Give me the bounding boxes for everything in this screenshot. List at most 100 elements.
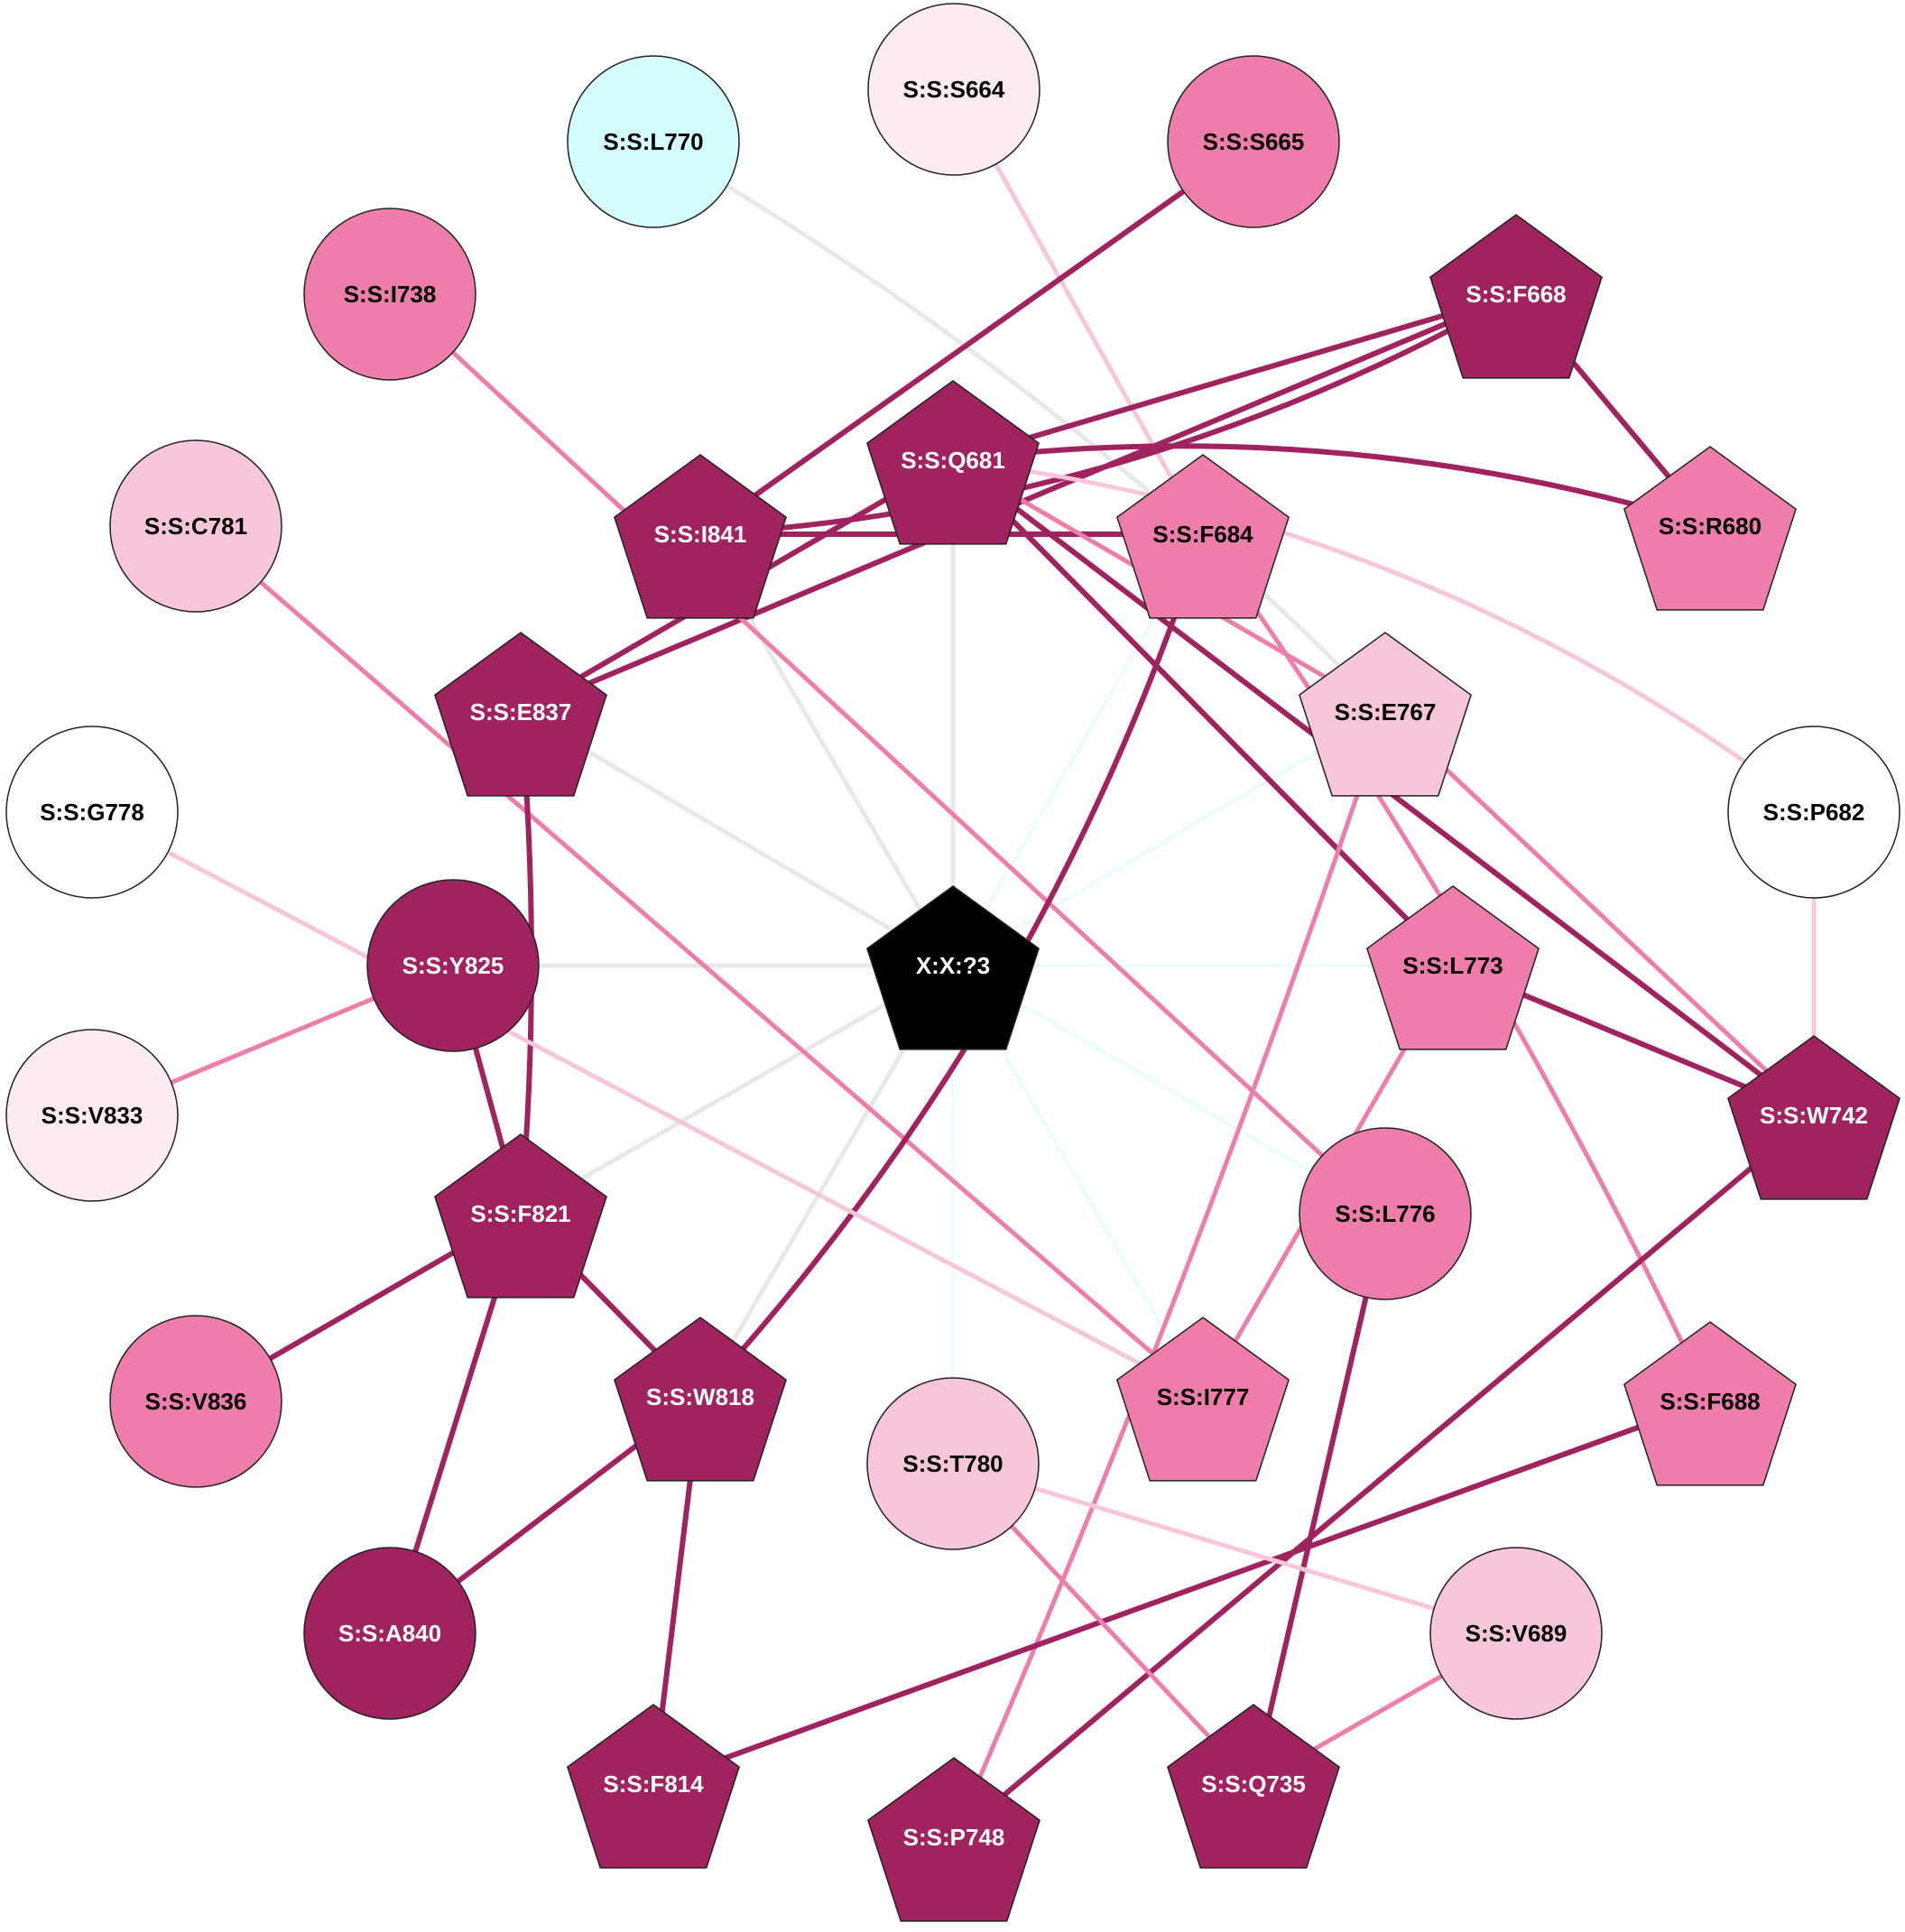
edge-s-s-q681-to-s-s-r680	[950, 443, 1713, 529]
node-x-x-3: X:X:?3	[866, 885, 1040, 1050]
node-shape-circle	[303, 1547, 476, 1720]
node-label: S:S:L770	[603, 128, 703, 155]
node-shape-pentagon	[434, 1133, 607, 1299]
node-shape-pentagon	[1167, 1704, 1340, 1869]
node-s-s-q681: S:S:Q681	[866, 380, 1040, 545]
node-shape-pentagon	[1299, 632, 1472, 797]
node-shape-circle	[109, 1315, 282, 1488]
edge-s-s-q681-to-s-s-p682	[950, 458, 1817, 815]
node-label: S:S:S665	[1203, 128, 1305, 155]
node-shape-pentagon	[567, 1704, 740, 1869]
edge-s-s-w742-to-s-s-p748	[951, 1113, 1817, 1840]
node-shape-circle	[1429, 1547, 1603, 1720]
node-s-s-c781: S:S:C781	[109, 439, 282, 613]
node-shape-pentagon	[614, 454, 787, 619]
node-shape-pentagon	[1366, 885, 1540, 1050]
node-s-s-f821: S:S:F821	[434, 1133, 607, 1299]
node-s-s-p748: S:S:P748	[867, 1757, 1040, 1922]
edge-s-s-q681-to-s-s-l773	[950, 458, 1456, 968]
node-shape-pentagon	[1623, 446, 1797, 611]
node-label: S:S:T780	[902, 1450, 1003, 1477]
node-s-s-w818: S:S:W818	[614, 1317, 787, 1482]
node-s-s-f668: S:S:F668	[1429, 214, 1603, 379]
node-label: S:S:R680	[1659, 513, 1762, 540]
node-s-s-e767: S:S:E767	[1299, 632, 1472, 797]
node-label: X:X:?3	[916, 952, 990, 979]
node-label: S:S:L773	[1402, 952, 1503, 979]
node-shape-circle	[5, 1029, 179, 1202]
node-s-s-v833: S:S:V833	[5, 1029, 179, 1202]
node-s-s-f814: S:S:F814	[567, 1704, 740, 1869]
node-label: S:S:E837	[470, 698, 572, 726]
node-s-s-v836: S:S:V836	[109, 1315, 282, 1488]
node-s-s-s665: S:S:S665	[1167, 55, 1340, 228]
edge-s-s-l770-to-s-s-e767	[651, 139, 1388, 715]
edge-s-s-g778-to-s-s-i777	[89, 809, 1206, 1400]
node-label: S:S:V689	[1466, 1620, 1567, 1647]
node-label: S:S:P748	[903, 1824, 1005, 1851]
node-s-s-i777: S:S:I777	[1116, 1317, 1290, 1482]
edge-s-s-t780-to-s-s-v689	[950, 1461, 1519, 1636]
node-shape-pentagon	[1116, 1317, 1290, 1482]
node-s-s-l776: S:S:L776	[1299, 1127, 1472, 1300]
edge-x-x-3-to-s-s-e837	[518, 709, 956, 968]
node-shape-pentagon	[1116, 454, 1290, 619]
edge-s-s-i738-to-s-s-l776	[387, 291, 1388, 1216]
node-shape-pentagon	[434, 632, 607, 797]
node-s-s-i738: S:S:I738	[303, 208, 476, 381]
node-shape-circle	[303, 208, 476, 381]
node-shape-circle	[867, 3, 1040, 176]
node-shape-circle	[1299, 1127, 1472, 1300]
node-label: S:S:V833	[42, 1102, 143, 1129]
node-s-s-a840: S:S:A840	[303, 1547, 476, 1720]
node-label: S:S:E767	[1335, 698, 1437, 726]
node-shape-pentagon	[867, 1757, 1040, 1922]
node-label: S:S:C781	[144, 513, 247, 540]
node-shape-pentagon	[866, 885, 1040, 1050]
node-label: S:S:I777	[1157, 1383, 1250, 1410]
node-s-s-f688: S:S:F688	[1623, 1321, 1797, 1486]
node-shape-circle	[109, 439, 282, 613]
node-shape-pentagon	[866, 380, 1040, 545]
node-shape-circle	[1167, 55, 1340, 228]
node-s-s-r680: S:S:R680	[1623, 446, 1797, 611]
node-shape-pentagon	[1623, 1321, 1797, 1486]
node-s-s-f684: S:S:F684	[1116, 454, 1290, 619]
node-shape-pentagon	[614, 1317, 787, 1482]
node-shape-circle	[366, 879, 540, 1052]
edge-s-s-c781-to-s-s-i777	[193, 523, 1206, 1400]
node-label: S:S:F668	[1466, 281, 1566, 308]
node-s-s-v689: S:S:V689	[1429, 1547, 1603, 1720]
node-label: S:S:W742	[1760, 1102, 1868, 1129]
node-label: S:S:F821	[470, 1200, 570, 1227]
edge-s-s-s665-to-s-s-i841	[698, 139, 1256, 537]
node-s-s-q735: S:S:Q735	[1167, 1704, 1340, 1869]
node-shape-pentagon	[1727, 1035, 1900, 1200]
node-label: S:S:P682	[1763, 799, 1865, 826]
node-s-s-g778: S:S:G778	[5, 726, 179, 899]
node-label: S:S:G778	[40, 799, 144, 826]
node-s-s-y825: S:S:Y825	[366, 879, 540, 1052]
node-s-s-i841: S:S:I841	[614, 454, 787, 619]
edge-x-x-3-to-s-s-f821	[518, 963, 956, 1216]
node-label: S:S:L776	[1335, 1200, 1435, 1227]
edge-s-s-e767-to-s-s-w742	[1383, 709, 1817, 1118]
node-label: S:S:V836	[145, 1388, 247, 1415]
edge-s-s-l776-to-s-s-q735	[1251, 1211, 1388, 1787]
node-label: S:S:W818	[646, 1383, 754, 1410]
node-s-s-t780: S:S:T780	[866, 1377, 1040, 1550]
edge-s-s-e767-to-s-s-p748	[951, 709, 1388, 1840]
node-s-s-w742: S:S:W742	[1727, 1035, 1900, 1200]
node-label: S:S:S664	[903, 76, 1005, 103]
node-label: S:S:I738	[344, 281, 437, 308]
node-s-s-p682: S:S:P682	[1727, 726, 1900, 899]
node-s-s-l770: S:S:L770	[567, 55, 740, 228]
node-label: S:S:F684	[1152, 521, 1253, 548]
node-shape-circle	[866, 1377, 1040, 1550]
node-label: S:S:Q735	[1201, 1770, 1306, 1798]
node-label: S:S:F688	[1660, 1388, 1760, 1415]
node-s-s-e837: S:S:E837	[434, 632, 607, 797]
node-label: S:S:Y825	[402, 952, 504, 979]
